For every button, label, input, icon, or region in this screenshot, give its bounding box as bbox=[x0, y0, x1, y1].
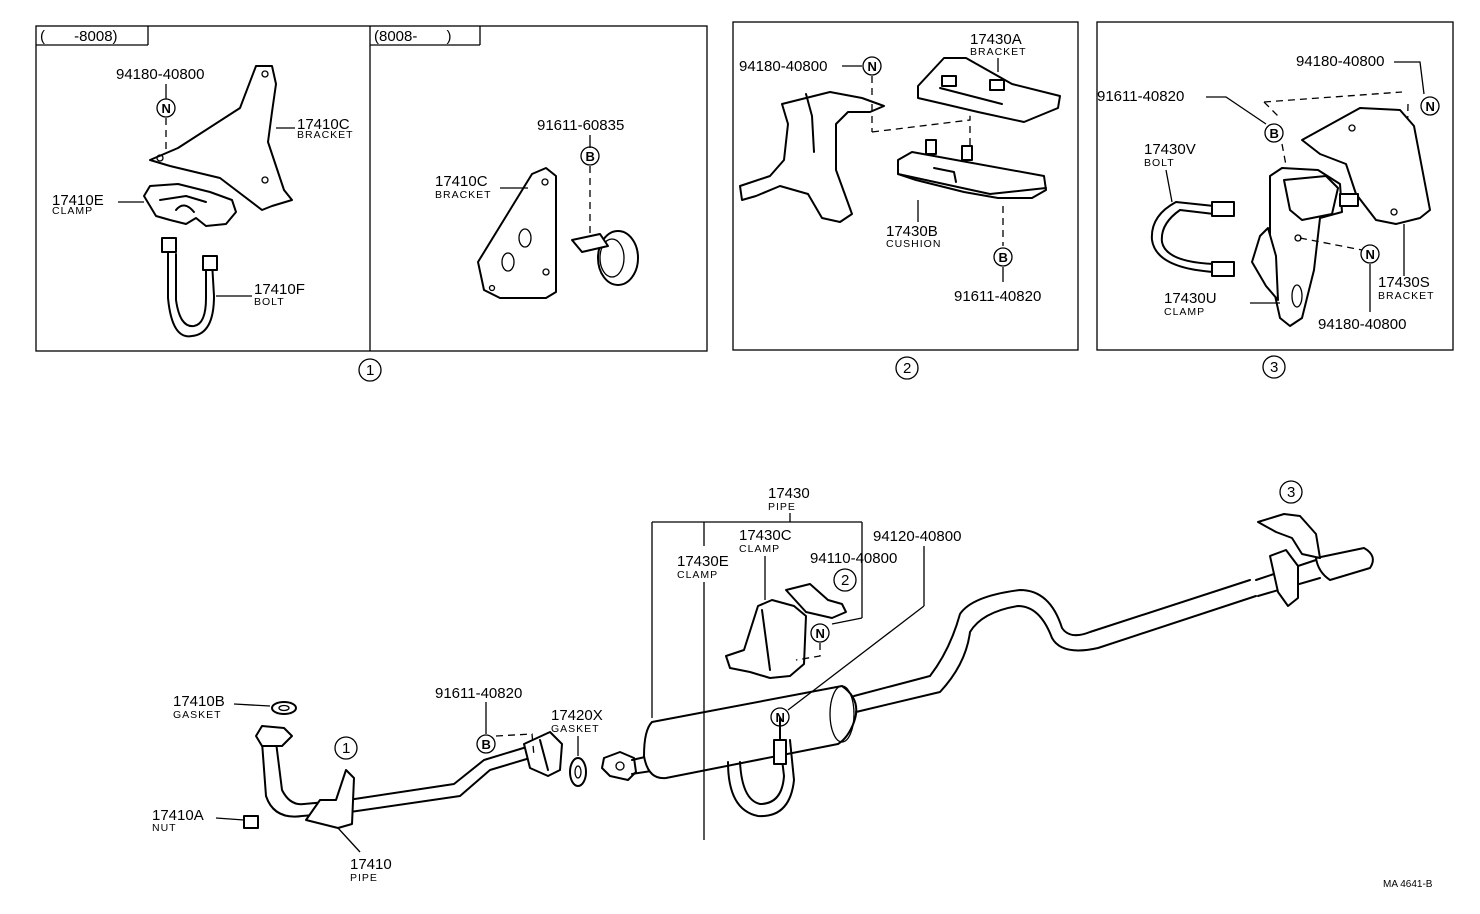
nut-symbol: N bbox=[868, 59, 877, 74]
callout-number: 2 bbox=[841, 572, 849, 589]
part-name: GASKET bbox=[173, 709, 222, 721]
bolt-symbol-icon bbox=[476, 734, 496, 754]
saddle-bracket-shape bbox=[739, 91, 885, 223]
part-name: CLAMP bbox=[52, 205, 93, 217]
rear-hanger-shape bbox=[1257, 513, 1321, 607]
nut-symbol: N bbox=[776, 710, 785, 725]
joint-clamp-shape bbox=[523, 731, 563, 777]
bolt-symbol: B bbox=[999, 250, 1008, 265]
clamp-17430c-shape bbox=[725, 583, 847, 679]
bolt-symbol-icon bbox=[580, 146, 600, 166]
part-label: 17430S bbox=[1378, 274, 1430, 291]
range-label-left: ( -8008) bbox=[40, 28, 118, 45]
nut-symbol: N bbox=[816, 626, 825, 641]
part-label: 17410C bbox=[297, 116, 350, 133]
part-name: BRACKET bbox=[970, 46, 1027, 58]
nut-symbol: N bbox=[1426, 99, 1435, 114]
part-label: 17430B bbox=[886, 223, 938, 240]
detail-panel-3: 94180-40800 N 91611-40820 B 17430S BRACK… bbox=[1096, 21, 1454, 379]
nut-symbol: N bbox=[162, 101, 171, 116]
ring-clamp-shape bbox=[571, 230, 639, 286]
part-label: 17430C bbox=[739, 527, 792, 544]
part-name: CLAMP bbox=[1164, 306, 1205, 318]
gasket-17410b-shape bbox=[271, 701, 297, 715]
u-bolt-17430v-shape bbox=[1150, 201, 1235, 277]
part-label: 94180-40800 bbox=[1318, 316, 1406, 333]
bracket-shape bbox=[149, 65, 293, 211]
front-pipe-17410-shape bbox=[255, 725, 531, 829]
detail-panel-2: 94180-40800 N 17430A BRACKET bbox=[732, 21, 1079, 380]
part-name: CLAMP bbox=[677, 569, 718, 581]
nut-symbol-icon bbox=[810, 623, 830, 643]
part-name: CLAMP bbox=[739, 543, 780, 555]
part-label: 94180-40800 bbox=[116, 66, 204, 83]
u-bolt-shape bbox=[161, 237, 218, 338]
part-name: BOLT bbox=[254, 296, 285, 308]
gasket-17420x-shape bbox=[569, 757, 587, 787]
part-label: 17420X bbox=[551, 707, 603, 724]
callout-number: 1 bbox=[342, 740, 350, 757]
bracket-17430s-shape bbox=[1301, 107, 1431, 225]
part-label: 17410B bbox=[173, 693, 225, 710]
nut-symbol-icon bbox=[156, 98, 176, 118]
part-name: BRACKET bbox=[435, 189, 492, 201]
part-label: 91611-40820 bbox=[1097, 88, 1184, 105]
muffler-strap-shape bbox=[727, 717, 795, 818]
range-label-right: (8008- ) bbox=[374, 28, 452, 45]
part-name: NUT bbox=[152, 822, 177, 834]
part-label: 17410C bbox=[435, 173, 488, 190]
nut-symbol-icon bbox=[1420, 96, 1440, 116]
part-name: BRACKET bbox=[1378, 290, 1435, 302]
nut-symbol-icon bbox=[1360, 244, 1380, 264]
part-label: 94180-40800 bbox=[1296, 53, 1384, 70]
part-label: 91611-40820 bbox=[954, 288, 1041, 305]
part-label: 17410F bbox=[254, 281, 305, 298]
bolt-symbol-icon bbox=[1264, 123, 1284, 143]
nut-symbol: N bbox=[1366, 247, 1375, 262]
part-name: BOLT bbox=[1144, 157, 1175, 169]
nut-symbol-icon bbox=[770, 707, 790, 727]
detail-panel-1: ( -8008) (8008- ) 94180-40800 N 17410C B… bbox=[35, 25, 708, 382]
part-label: 17430E bbox=[677, 553, 729, 570]
callout-number: 3 bbox=[1287, 484, 1295, 501]
nut-symbol-icon bbox=[862, 56, 882, 76]
bolt-symbol: B bbox=[482, 737, 491, 752]
part-label: 91611-40820 bbox=[435, 685, 522, 702]
bolt-symbol: B bbox=[586, 149, 595, 164]
bracket-17430a-shape bbox=[917, 57, 1061, 123]
part-label: 17430 bbox=[768, 485, 810, 502]
cushion-shape bbox=[897, 139, 1047, 199]
nut-17410a-shape bbox=[243, 815, 259, 829]
muffler-pipe-17430-shape bbox=[601, 547, 1374, 781]
panel-number: 1 bbox=[366, 362, 374, 379]
diagram-code: MA 4641-B bbox=[1383, 879, 1433, 890]
part-label: 94180-40800 bbox=[739, 58, 827, 75]
part-label: 17430U bbox=[1164, 290, 1217, 307]
panel-number: 3 bbox=[1270, 359, 1278, 376]
part-label: 94120-40800 bbox=[873, 528, 961, 545]
part-label: 17410A bbox=[152, 807, 204, 824]
part-label: 91611-60835 bbox=[537, 117, 624, 134]
part-name: CUSHION bbox=[886, 238, 941, 250]
panel-number: 2 bbox=[903, 360, 911, 377]
bracket-plate-shape bbox=[477, 167, 557, 299]
part-label: 94110-40800 bbox=[810, 550, 897, 567]
main-assembly: 17410B GASKET 17410A NUT 17410 PIPE 1 91… bbox=[152, 480, 1374, 884]
part-name: BRACKET bbox=[297, 129, 354, 141]
bolt-symbol-icon bbox=[993, 247, 1013, 267]
part-label: 17410 bbox=[350, 856, 392, 873]
clamp-shape bbox=[143, 183, 237, 227]
part-name: GASKET bbox=[551, 723, 600, 735]
clamp-17430u-shape bbox=[1251, 167, 1359, 327]
part-label: 17410E bbox=[52, 192, 104, 209]
part-label: 17430A bbox=[970, 31, 1022, 48]
bolt-symbol: B bbox=[1270, 126, 1279, 141]
part-label: 17430V bbox=[1144, 141, 1196, 158]
part-name: PIPE bbox=[350, 872, 378, 884]
part-name: PIPE bbox=[768, 501, 796, 513]
